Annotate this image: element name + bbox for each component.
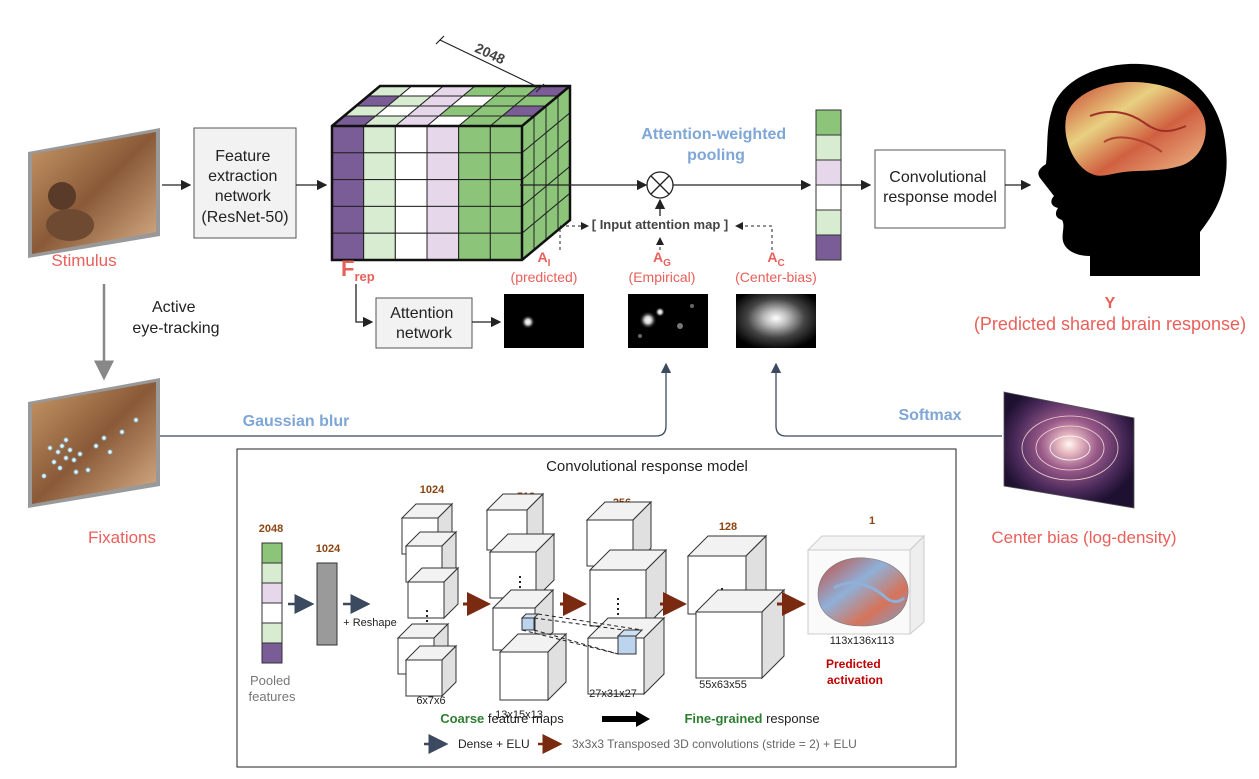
gaussian-blur-label: Gaussian blur	[243, 413, 350, 430]
center-bias-label: Center bias (log-density)	[991, 528, 1176, 547]
svg-text:1: 1	[869, 515, 875, 527]
eye-tracking-label: Active eye-tracking	[132, 299, 219, 337]
feature-map-cube	[406, 566, 460, 620]
highlight-voxel	[521, 617, 535, 631]
panel-title: Convolutional response model	[546, 458, 748, 475]
fixations-label: Fixations	[88, 528, 156, 547]
feature-cube	[330, 84, 572, 262]
feature-map-cube	[498, 632, 568, 702]
frep-label: Frep	[341, 256, 375, 284]
brain-icon	[1065, 82, 1206, 176]
pooled-dim: 2048	[259, 523, 283, 535]
y-label: Y	[1105, 295, 1116, 312]
feature-extraction-box	[193, 127, 297, 239]
dense-layer-bar	[316, 562, 338, 646]
feature-extraction-label: Feature extraction network (ResNet-50)	[201, 148, 288, 226]
pooled-vector	[261, 542, 283, 664]
coarse-label: Coarse feature maps	[440, 711, 564, 726]
a-i-label: AI	[538, 249, 551, 269]
feature-map-cube	[586, 616, 666, 696]
output-brain-cube	[806, 534, 926, 636]
softmax-label: Softmax	[898, 407, 961, 424]
stimulus-image	[28, 128, 160, 258]
svg-text:1024: 1024	[420, 484, 445, 496]
svg-text:113x136x113: 113x136x113	[830, 635, 894, 647]
center-bias-attention-map	[736, 294, 816, 348]
fine-label: Fine-grained response	[684, 711, 819, 726]
input-attention-map-label: [ Input attention map ]	[592, 217, 728, 232]
center-bias-image	[1003, 391, 1135, 509]
cube-dimension: 2048	[435, 35, 545, 93]
response-model-box	[874, 149, 1006, 229]
a-i-caption: (predicted)	[511, 269, 578, 285]
feature-map-cube	[588, 548, 668, 628]
svg-text:2048: 2048	[473, 40, 508, 68]
a-g-caption: (Empirical)	[629, 269, 696, 285]
attention-network-box	[375, 297, 473, 349]
fixations-image	[28, 378, 160, 508]
feature-map-cube	[488, 532, 556, 600]
pooled-features-label: Pooled features	[249, 673, 296, 704]
feature-map-cube	[694, 588, 786, 680]
predicted-activation-label: Predicted activation	[826, 657, 884, 687]
predicted-attention-map	[504, 294, 584, 348]
highlight-voxel	[617, 635, 637, 655]
stimulus-label: Stimulus	[51, 251, 116, 270]
dense-dim: 1024	[316, 543, 341, 555]
attention-network-label: Attention network	[390, 305, 458, 342]
y-caption: (Predicted shared brain response)	[974, 314, 1246, 334]
a-c-label: AC	[767, 249, 784, 269]
a-c-caption: (Center-bias)	[735, 269, 817, 285]
svg-text:13x15x13: 13x15x13	[495, 709, 543, 721]
a-g-label: AG	[653, 249, 671, 269]
legend-dense: Dense + ELU	[458, 737, 530, 751]
multiply-icon	[646, 171, 674, 199]
feature-map-cube	[491, 588, 555, 652]
svg-text:128: 128	[719, 521, 737, 533]
feature-map-stages	[396, 492, 786, 702]
reshape-label: + Reshape	[343, 617, 397, 629]
svg-text:55x63x55: 55x63x55	[699, 679, 747, 691]
svg-text:27x31x27: 27x31x27	[589, 688, 637, 700]
feature-map-cube	[404, 644, 458, 698]
svg-text:6x7x6: 6x7x6	[416, 695, 445, 707]
response-model-label: Convolutional response model	[883, 169, 997, 206]
legend-transposed: 3x3x3 Transposed 3D convolutions (stride…	[572, 737, 857, 751]
stage-sizes: 6x7x6 13x15x13 27x31x27 55x63x55 113x136…	[416, 635, 894, 721]
pooling-title: Attention-weighted pooling	[641, 126, 790, 164]
pooled-vector-top	[815, 109, 842, 261]
